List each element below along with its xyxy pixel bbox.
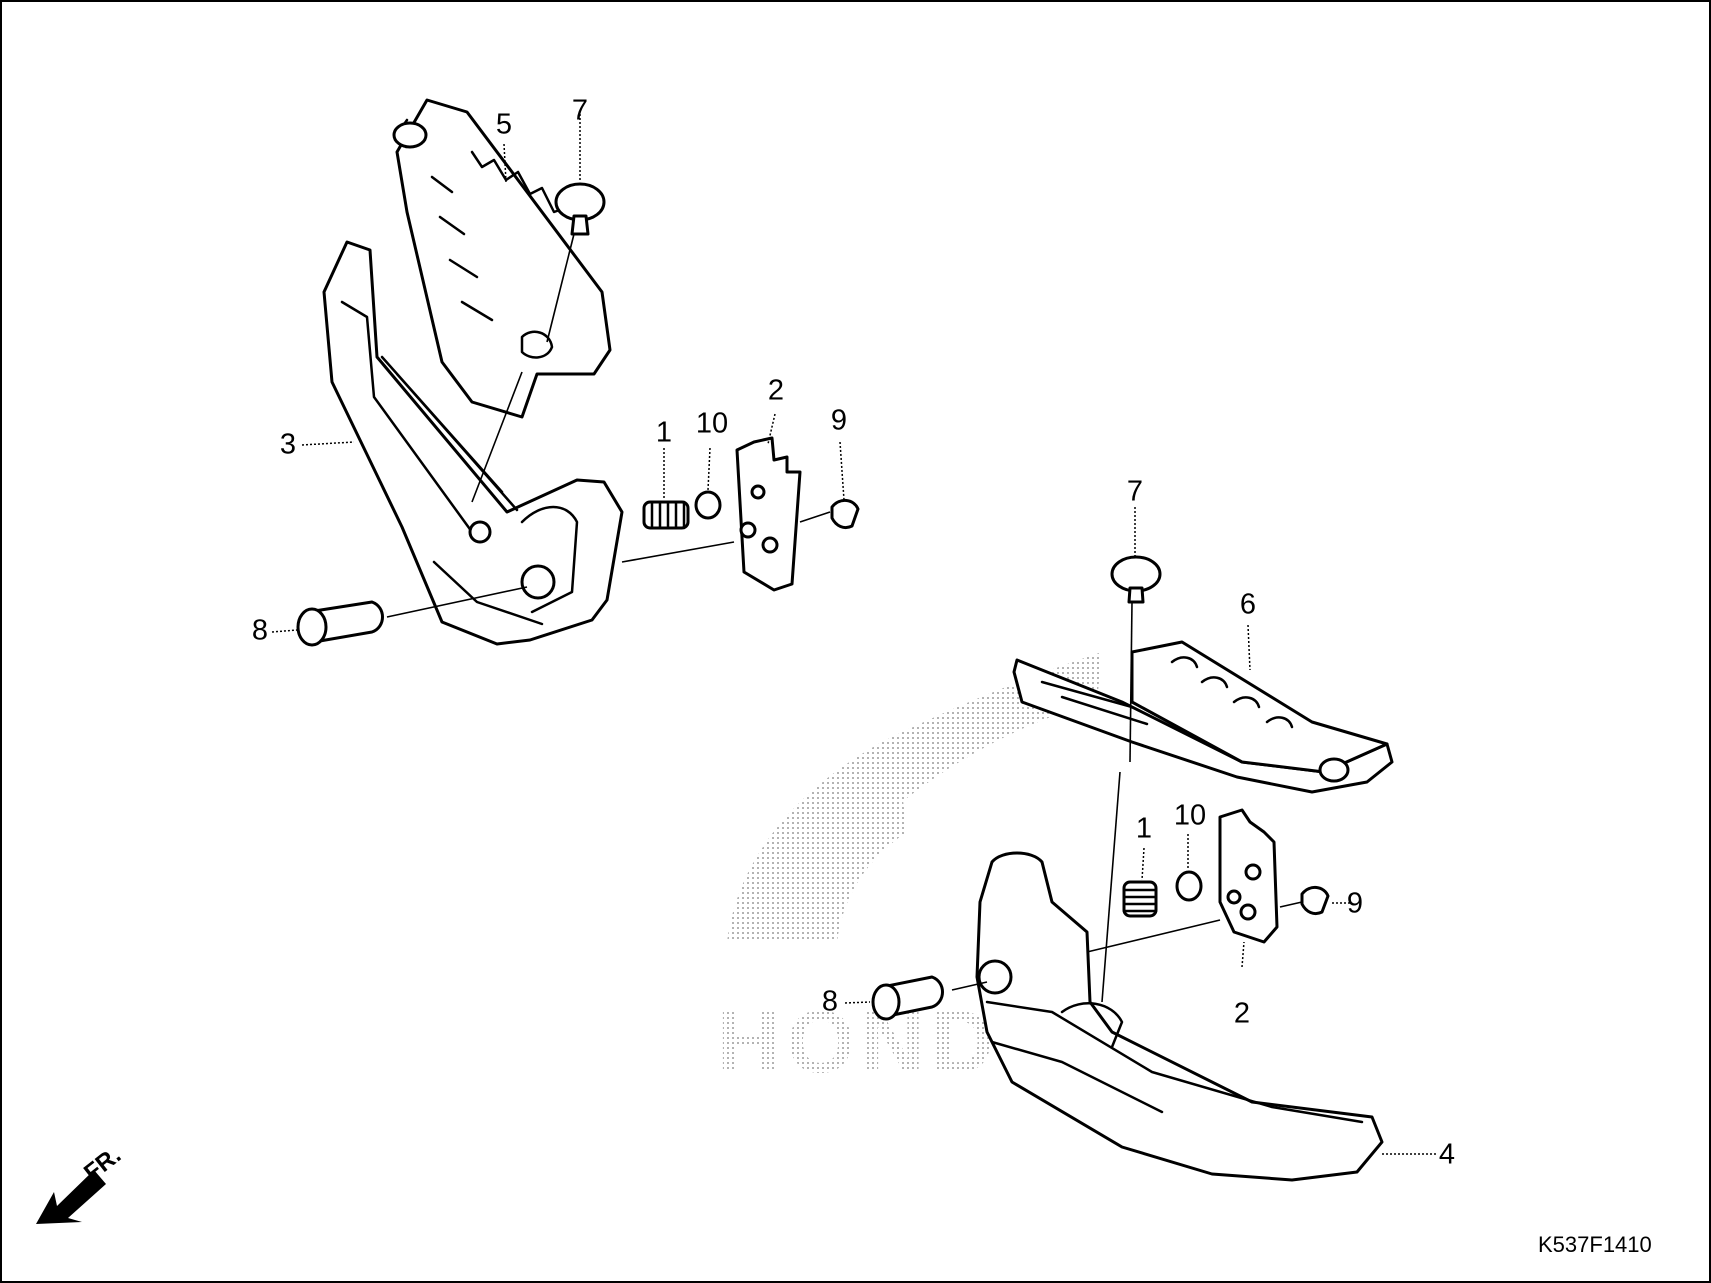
step-bracket-4 — [975, 851, 1384, 1182]
callout-5: 5 — [496, 109, 512, 141]
callout-9-left: 9 — [831, 405, 847, 437]
callout-10-right: 10 — [1174, 800, 1206, 832]
step-bracket-3 — [322, 240, 624, 646]
step-pad-6 — [1012, 640, 1394, 794]
callout-numbers: 1 10 2 9 3 5 7 8 7 6 1 10 9 2 8 4 — [252, 95, 1455, 1171]
callout-8-right: 8 — [822, 986, 838, 1018]
callout-8-left: 8 — [252, 615, 268, 647]
callout-2-left: 2 — [768, 375, 784, 407]
washer-10-right — [1175, 870, 1203, 902]
spring-1-right — [1122, 880, 1158, 918]
watermark-wing-inner — [782, 792, 907, 942]
pin-8-left — [296, 600, 384, 647]
callout-leaders — [271, 114, 1437, 1155]
bolt-7-right — [1110, 555, 1162, 604]
callout-2-right: 2 — [1234, 998, 1250, 1030]
right-step-assembly — [871, 555, 1394, 1182]
callout-4: 4 — [1439, 1139, 1455, 1171]
callout-10-left: 10 — [696, 408, 728, 440]
callout-3: 3 — [280, 429, 296, 461]
callout-1-right: 1 — [1136, 813, 1152, 845]
bolt-7-left — [554, 182, 606, 236]
front-arrow-icon — [36, 1170, 106, 1224]
spring-1-left — [642, 500, 690, 530]
left-step-assembly — [296, 98, 860, 647]
plate-2-right — [1218, 808, 1279, 944]
callout-1-left: 1 — [656, 417, 672, 449]
drawing-code: K537F1410 — [1538, 1232, 1652, 1257]
callout-7-right: 7 — [1127, 476, 1143, 508]
plate-2-left — [735, 436, 802, 592]
front-direction-indicator: FR. — [36, 1142, 126, 1224]
clip-9-left — [830, 499, 860, 530]
step-pad-5 — [392, 98, 612, 419]
washer-10-left — [694, 490, 722, 520]
callout-9-right: 9 — [1347, 888, 1363, 920]
pin-8-right — [871, 975, 944, 1021]
callout-7-left: 7 — [572, 95, 588, 127]
callout-6: 6 — [1240, 589, 1256, 621]
clip-9-right — [1300, 886, 1330, 916]
